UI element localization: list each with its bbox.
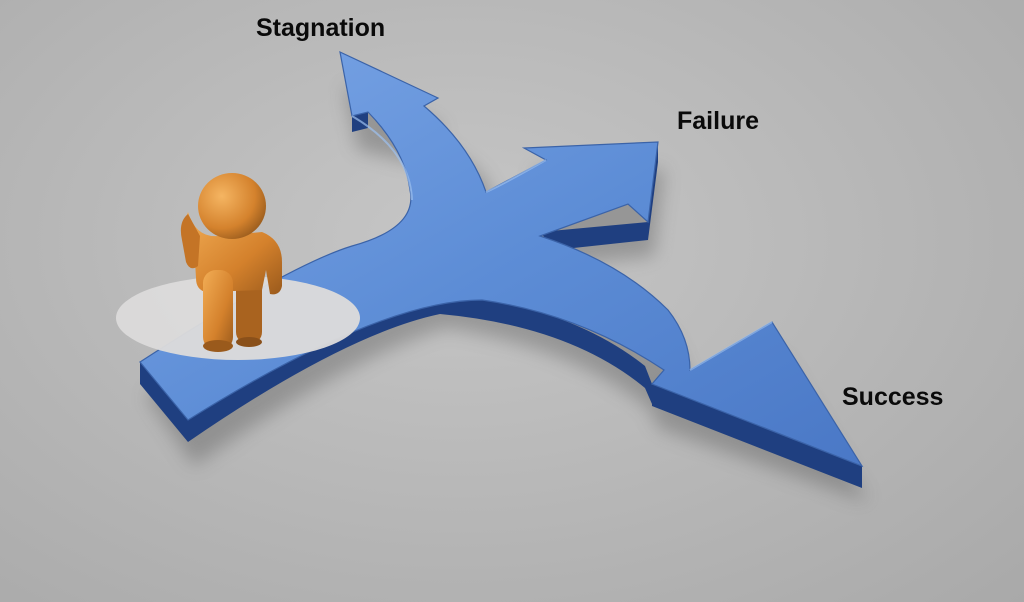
label-success: Success — [842, 383, 943, 412]
label-stagnation: Stagnation — [256, 14, 385, 43]
label-failure: Failure — [677, 107, 759, 136]
